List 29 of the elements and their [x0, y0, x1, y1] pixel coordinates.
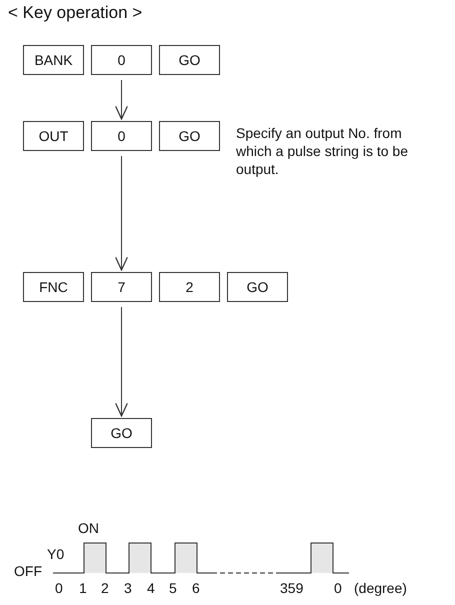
- key-box: 0: [91, 45, 152, 75]
- key-box: 2: [159, 272, 220, 302]
- state-label: OFF: [14, 563, 42, 579]
- axis-tick-label: 3: [124, 580, 132, 596]
- key-box: OUT: [23, 121, 84, 151]
- note-text: Specify an output No. from which a pulse string is to be output.: [236, 124, 409, 178]
- key-box: FNC: [23, 272, 84, 302]
- axis-tick-label: 0: [55, 580, 63, 596]
- arrow: [114, 306, 128, 417]
- key-box: GO: [227, 272, 288, 302]
- axis-tick-label: 0: [334, 580, 342, 596]
- unit-label: (degree): [354, 580, 407, 596]
- arrow: [114, 156, 128, 271]
- axis-tick-label: 1: [79, 580, 87, 596]
- key-box: 7: [91, 272, 152, 302]
- key-box: BANK: [23, 45, 84, 75]
- axis-tick-label: 2: [101, 580, 109, 596]
- axis-tick-label: 5: [169, 580, 177, 596]
- key-box: GO: [91, 418, 152, 448]
- axis-tick-label: 4: [147, 580, 155, 596]
- key-box: GO: [159, 121, 220, 151]
- heading: < Key operation >: [8, 3, 142, 23]
- arrow: [114, 80, 128, 120]
- key-box: 0: [91, 121, 152, 151]
- signal-name: Y0: [47, 546, 64, 562]
- axis-tick-label: 359: [280, 580, 304, 596]
- state-label: ON: [78, 520, 99, 536]
- axis-tick-label: 6: [192, 580, 200, 596]
- key-box: GO: [159, 45, 220, 75]
